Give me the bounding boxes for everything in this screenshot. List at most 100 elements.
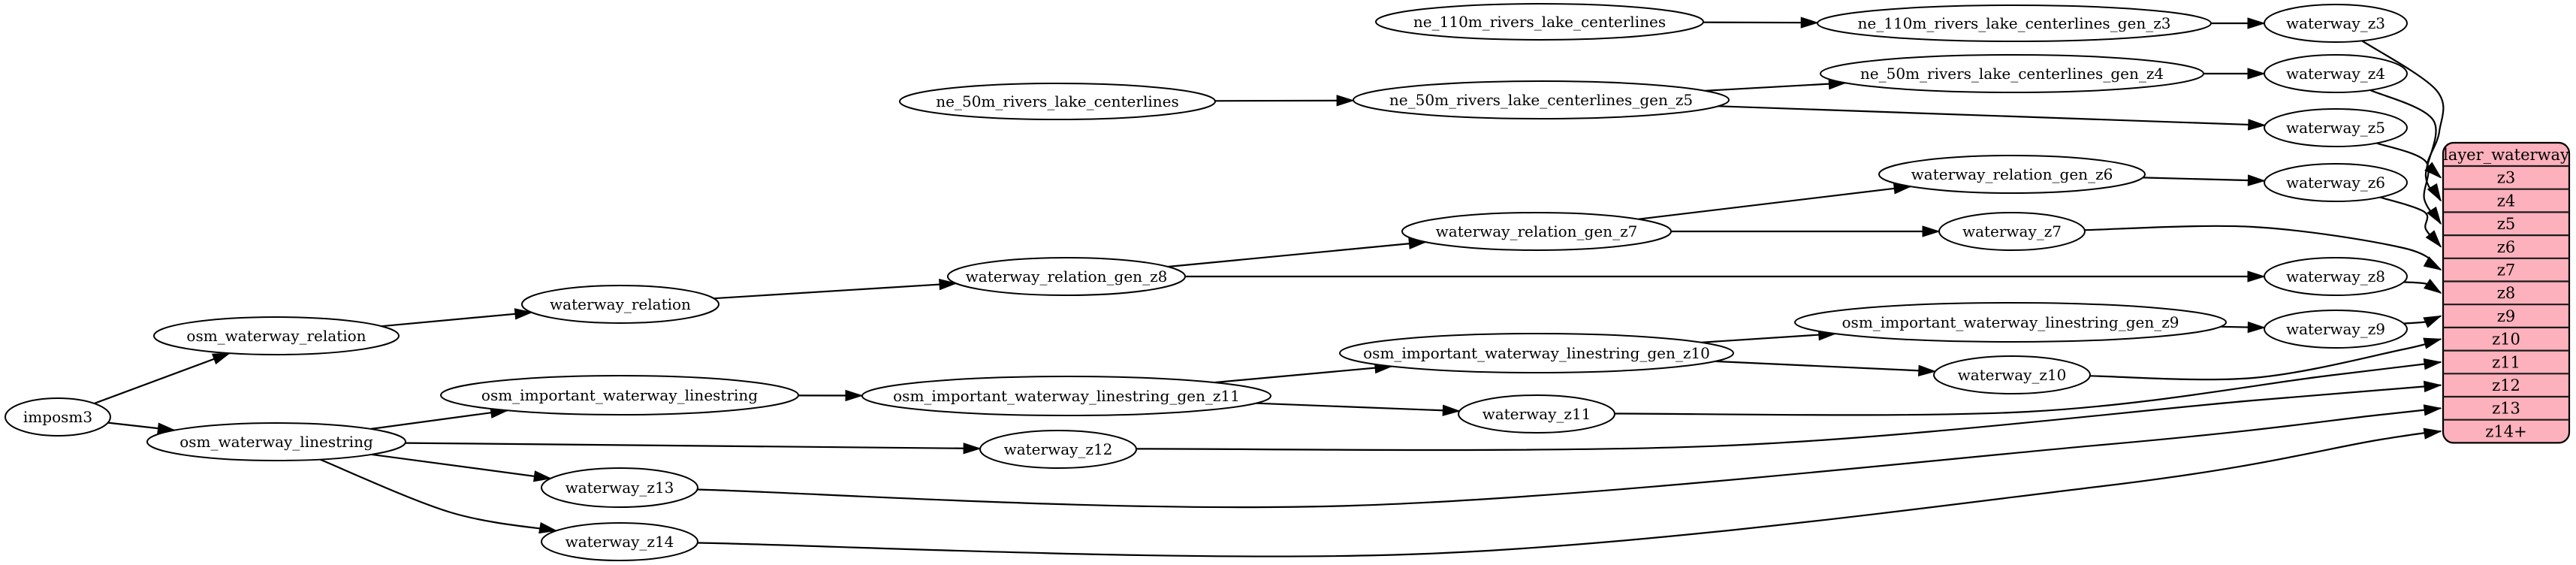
table-row-z14+: z14+ (2485, 422, 2526, 440)
node-osm_waterway_relation: osm_waterway_relation (153, 316, 400, 355)
node-waterway_z11: waterway_z11 (1458, 394, 1615, 434)
node-ellipse (1878, 155, 2146, 194)
edge-osm_waterway_linestring-to-osm_important_waterway_linestring (370, 406, 509, 430)
node-osm_waterway_linestring: osm_waterway_linestring (146, 422, 406, 461)
edge-waterway_relation-to-waterway_relation_gen_z8 (713, 278, 958, 300)
table-row-z4: z4 (2497, 192, 2515, 210)
node-ellipse (1401, 212, 1672, 251)
node-waterway_z3: waterway_z3 (2264, 4, 2408, 43)
edge-waterway_z11-to-layer_waterway-z11 (1614, 358, 2442, 416)
node-ellipse (1938, 212, 2086, 251)
table-title: layer_waterway (2443, 146, 2569, 164)
node-waterway_relation_gen_z6: waterway_relation_gen_z6 (1878, 155, 2146, 194)
table-layer_waterway: layer_waterwayz3z4z5z6z7z8z9z10z11z12z13… (2442, 141, 2571, 444)
node-label: imposm3 (23, 408, 92, 426)
node-label: waterway_relation_gen_z8 (966, 267, 1168, 286)
node-waterway_z6: waterway_z6 (2264, 163, 2408, 202)
nodes-layer: imposm3 osm_waterway_relation osm_waterway… (5, 3, 2408, 561)
node-waterway_z13: waterway_z13 (541, 467, 698, 508)
node-ne_50m_rivers_lake_centerlines: ne_50m_rivers_lake_centerlines (899, 83, 1216, 120)
node-ellipse (5, 397, 111, 437)
node-osm_important_waterway_linestring_gen_z9: osm_important_waterway_linestring_gen_z9 (1794, 302, 2227, 343)
node-label: waterway_z12 (1004, 440, 1113, 458)
node-ne_50m_rivers_lake_centerlines_gen_z4: ne_50m_rivers_lake_centerlines_gen_z4 (1820, 54, 2204, 93)
edge-osm_waterway_linestring-to-waterway_z12 (405, 442, 982, 455)
node-label: waterway_z9 (2286, 320, 2385, 338)
node-ellipse (2264, 257, 2408, 296)
node-ellipse (979, 430, 1137, 469)
node-waterway_z10: waterway_z10 (1933, 355, 2091, 394)
node-ellipse (521, 285, 719, 324)
node-waterway_z7: waterway_z7 (1938, 212, 2086, 251)
node-waterway_z5: waterway_z5 (2264, 108, 2408, 147)
edge-waterway_relation_gen_z8-to-waterway_relation_gen_z7 (1167, 237, 1428, 268)
node-label: waterway_z11 (1483, 405, 1591, 423)
node-label: osm_important_waterway_linestring (481, 386, 758, 404)
edge-waterway_z5-to-layer_waterway-z5 (2376, 142, 2442, 225)
edge-waterway_z9-to-layer_waterway-z9 (2403, 315, 2442, 328)
edges-layer (94, 17, 2445, 557)
edge-waterway_z14-to-layer_waterway-z14+ (697, 428, 2442, 557)
node-label: waterway_z10 (1958, 366, 2067, 384)
node-label: osm_important_waterway_linestring_gen_z9 (1842, 313, 2179, 331)
node-waterway_z14: waterway_z14 (541, 522, 698, 561)
edge-osm_important_waterway_linestring_gen_z11-to-osm_important_waterway_linestring_gen_z10 (1214, 361, 1393, 384)
node-waterway_relation_gen_z7: waterway_relation_gen_z7 (1401, 212, 1672, 251)
node-label: osm_waterway_relation (186, 327, 366, 345)
node-osm_important_waterway_linestring: osm_important_waterway_linestring (440, 375, 799, 415)
node-label: ne_50m_rivers_lake_centerlines_gen_z4 (1860, 65, 2164, 83)
node-osm_important_waterway_linestring_gen_z11: osm_important_waterway_linestring_gen_z1… (861, 376, 1271, 416)
node-ellipse (541, 522, 698, 561)
edge-osm_waterway_relation-to-waterway_relation (381, 308, 533, 328)
table-outline (2442, 141, 2571, 444)
node-ellipse (146, 422, 406, 461)
edge-osm_important_waterway_linestring_gen_z9-to-waterway_z9 (2220, 321, 2266, 334)
edge-waterway_z13-to-layer_waterway-z13 (697, 404, 2442, 509)
node-label: waterway_z14 (566, 533, 674, 551)
table-row-z7: z7 (2497, 261, 2515, 279)
node-waterway_relation_gen_z8: waterway_relation_gen_z8 (947, 257, 1186, 296)
node-label: waterway_z8 (2286, 267, 2385, 286)
node-ellipse (1339, 333, 1734, 373)
node-imposm3: imposm3 (5, 397, 111, 437)
node-label: osm_waterway_linestring (179, 433, 373, 451)
edge-osm_important_waterway_linestring_gen_z10-to-osm_important_waterway_linestring_gen_z9 (1701, 328, 1837, 343)
edge-ne_50m_rivers_lake_centerlines_gen_z5-to-ne_50m_rivers_lake_centerlines_gen_z4 (1705, 77, 1848, 92)
node-ellipse (1933, 355, 2091, 394)
node-label: waterway_relation_gen_z6 (1911, 165, 2113, 183)
table-row-z3: z3 (2497, 169, 2515, 187)
edge-waterway_z6-to-layer_waterway-z6 (2379, 196, 2442, 248)
edge-waterway_z12-to-layer_waterway-z12 (1136, 380, 2442, 452)
edge-osm_waterway_linestring-to-waterway_z14 (319, 458, 558, 534)
node-label: waterway_z6 (2286, 174, 2385, 192)
node-ellipse (1794, 302, 2227, 343)
node-waterway_z4: waterway_z4 (2264, 54, 2408, 93)
table-row-z12: z12 (2492, 376, 2520, 394)
node-ellipse (1375, 3, 1704, 41)
node-ellipse (2264, 54, 2408, 93)
node-waterway_z9: waterway_z9 (2264, 310, 2408, 349)
node-ellipse (153, 316, 400, 355)
node-label: waterway_z7 (1962, 222, 2062, 240)
edge-imposm3-to-osm_waterway_relation (94, 352, 231, 405)
node-waterway_relation: waterway_relation (521, 285, 719, 324)
edge-waterway_z7-to-layer_waterway-z7 (2084, 225, 2442, 271)
table-row-z8: z8 (2497, 284, 2515, 302)
node-label: osm_important_waterway_linestring_gen_z1… (1363, 344, 1710, 362)
node-waterway_z12: waterway_z12 (979, 430, 1137, 469)
node-ellipse (1820, 54, 2204, 93)
node-ellipse (861, 376, 1271, 416)
node-label: osm_important_waterway_linestring_gen_z1… (893, 387, 1240, 405)
edge-waterway_z10-to-layer_waterway-z10 (2089, 337, 2442, 381)
node-ellipse (1353, 80, 1730, 119)
edge-waterway_relation_gen_z6-to-waterway_z6 (2143, 174, 2267, 186)
edge-imposm3-to-osm_waterway_linestring (107, 421, 176, 434)
table-row-z11: z11 (2492, 353, 2520, 371)
node-ne_110m_rivers_lake_centerlines_gen_z3: ne_110m_rivers_lake_centerlines_gen_z3 (1817, 5, 2212, 42)
node-label: ne_110m_rivers_lake_centerlines_gen_z3 (1858, 14, 2171, 32)
node-ellipse (2264, 4, 2408, 43)
node-label: waterway_z3 (2286, 14, 2385, 32)
node-ellipse (440, 375, 799, 415)
node-label: waterway_z13 (566, 479, 674, 497)
